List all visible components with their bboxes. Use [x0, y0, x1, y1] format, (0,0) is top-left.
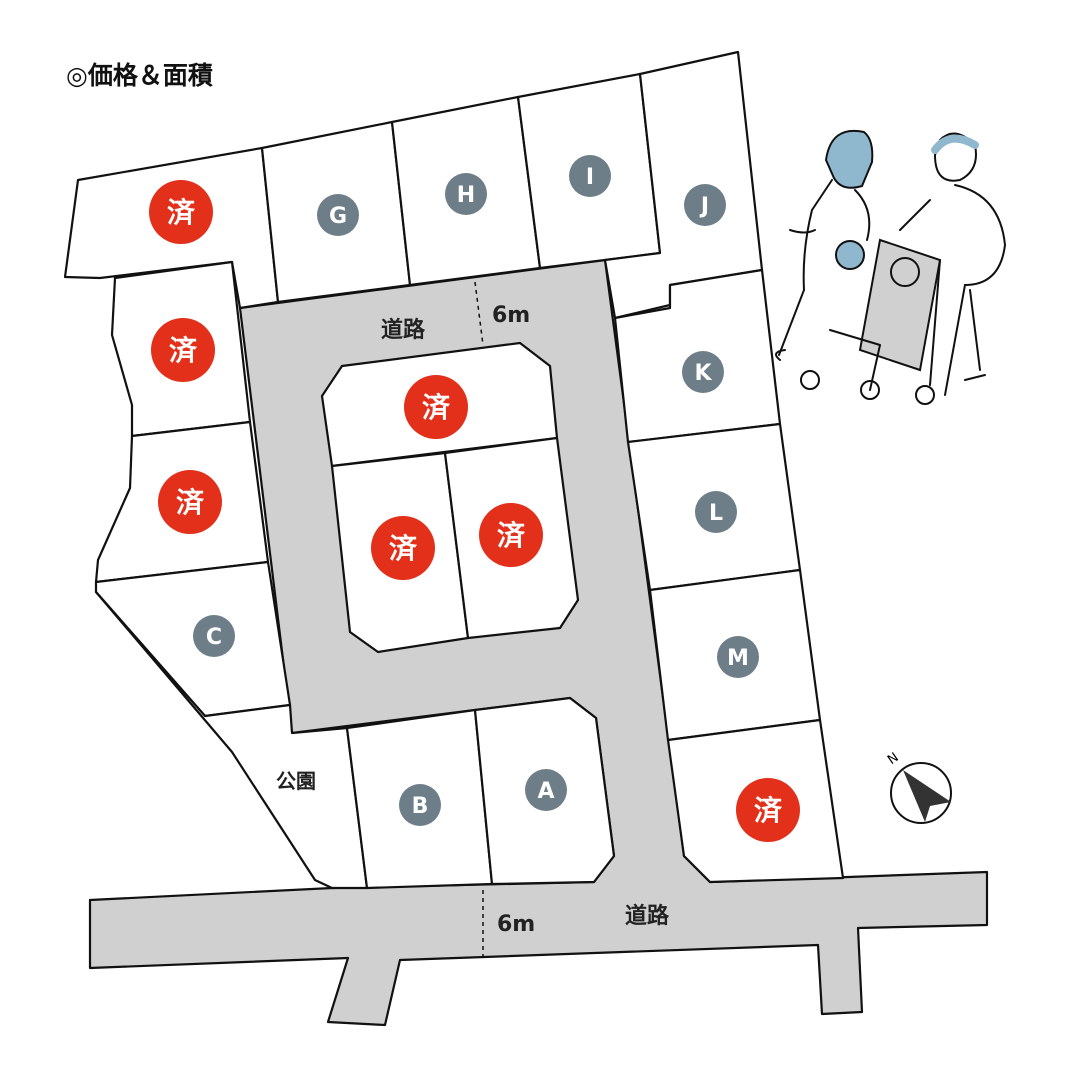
lot-label: 済 — [169, 334, 198, 367]
lot-marker-sold-3[interactable]: 済 — [158, 470, 222, 534]
lot-label: M — [727, 646, 749, 671]
south-road-label: 道路 — [625, 903, 670, 929]
sold-badge — [404, 375, 468, 439]
lot-label: L — [709, 501, 723, 526]
lot-label: A — [537, 779, 554, 804]
compass-circle — [890, 762, 952, 824]
available-badge — [682, 351, 724, 393]
available-badge — [445, 173, 487, 215]
lot-label: 済 — [754, 794, 783, 827]
park-label: 公園 — [276, 769, 316, 793]
south-road-width: 6m — [497, 912, 535, 937]
lot-label: 済 — [389, 532, 418, 565]
available-badge — [525, 769, 567, 811]
sold-badge — [736, 778, 800, 842]
lot-marker-B[interactable]: B — [399, 784, 441, 826]
lot-label: J — [699, 194, 709, 219]
sold-badge — [371, 516, 435, 580]
available-badge — [399, 784, 441, 826]
available-badge — [569, 155, 611, 197]
north-arrow-icon — [903, 770, 951, 822]
lot-label: G — [329, 204, 347, 229]
lot-marker-sold-5[interactable]: 済 — [371, 516, 435, 580]
sold-badge — [479, 503, 543, 567]
north-road-width: 6m — [492, 303, 530, 328]
lot-marker-sold-7[interactable]: 済 — [736, 778, 800, 842]
lot-marker-J[interactable]: J — [684, 184, 726, 226]
sold-badge — [158, 470, 222, 534]
compass: N — [885, 750, 952, 824]
lot-marker-sold-2[interactable]: 済 — [151, 318, 215, 382]
sold-badge — [149, 180, 213, 244]
page-title: ◎価格＆面積 — [66, 61, 213, 90]
lot-label: 済 — [422, 391, 451, 424]
lot-marker-K[interactable]: K — [682, 351, 724, 393]
north-road-width-marker — [474, 281, 484, 346]
north-road-label: 道路 — [381, 317, 426, 343]
lot-label: C — [206, 625, 222, 650]
lot-label: H — [457, 183, 475, 208]
available-badge — [717, 636, 759, 678]
lot-marker-I[interactable]: I — [569, 155, 611, 197]
lot-label: K — [694, 361, 712, 386]
lot-label: 済 — [167, 196, 196, 229]
lot-C[interactable] — [94, 560, 292, 718]
lot-marker-M[interactable]: M — [717, 636, 759, 678]
available-badge — [695, 491, 737, 533]
lot-marker-H[interactable]: H — [445, 173, 487, 215]
lot-marker-A[interactable]: A — [525, 769, 567, 811]
family-illustration — [775, 129, 1007, 405]
lot-label: I — [586, 165, 594, 190]
lot-marker-sold-6[interactable]: 済 — [479, 503, 543, 567]
available-badge — [684, 184, 726, 226]
available-badge — [317, 194, 359, 236]
lot-marker-sold-1[interactable]: 済 — [149, 180, 213, 244]
available-badge — [193, 615, 235, 657]
lot-marker-C[interactable]: C — [193, 615, 235, 657]
lot-label: 済 — [497, 519, 526, 552]
lot-label: 済 — [176, 486, 205, 519]
lot-marker-G[interactable]: G — [317, 194, 359, 236]
lot-marker-sold-4[interactable]: 済 — [404, 375, 468, 439]
sold-badge — [151, 318, 215, 382]
compass-north-label: N — [885, 750, 902, 768]
lot-label: B — [412, 794, 429, 819]
lot-marker-L[interactable]: L — [695, 491, 737, 533]
